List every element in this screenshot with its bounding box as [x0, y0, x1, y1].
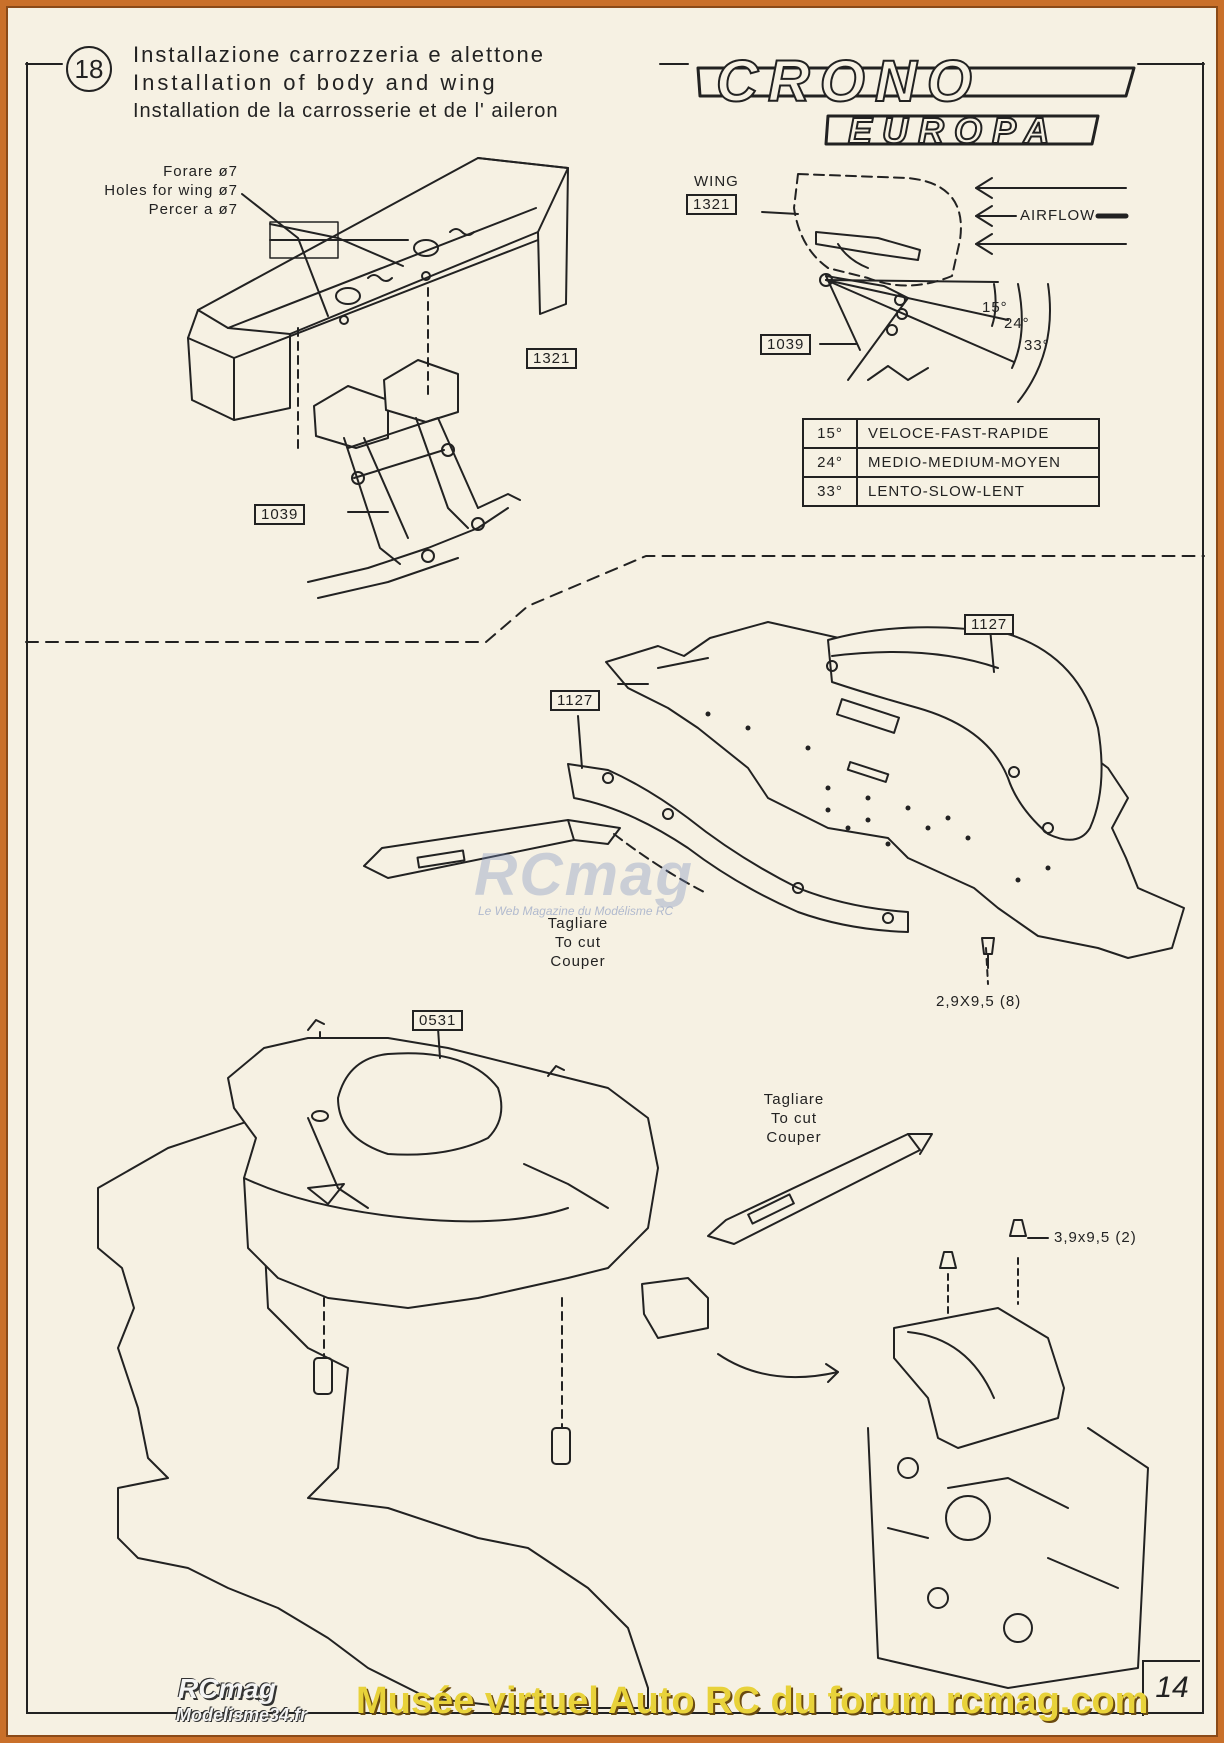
cut-note-1-line-2: To cut: [554, 934, 602, 951]
footer-site: Modelisme34.fr: [176, 1705, 308, 1725]
part-ref-bumper-right: 1127: [964, 614, 1015, 635]
footer-caption: Musée virtuel Auto RC du forum rcmag.com: [356, 1680, 1149, 1722]
part-ref-wing: 1321: [526, 348, 578, 369]
wing-label: WING: [694, 173, 739, 190]
body-drawing: [97, 1019, 1149, 1709]
wing-drawing: [187, 157, 577, 599]
cut-note-2-line-2: To cut: [770, 1110, 818, 1127]
rcmag-watermark: RCmag: [474, 841, 695, 908]
title-english: Installation of body and wing: [133, 70, 498, 95]
part-ref-body: 0531: [412, 1010, 464, 1031]
rcmag-watermark-subtitle: Le Web Magazine du Modélisme RC: [478, 904, 674, 918]
part-ref-wing-mount: 1039: [254, 504, 306, 525]
description-cell: VELOCE-FAST-RAPIDE: [856, 418, 1100, 449]
angle-row: 33° LENTO-SLOW-LENT: [802, 476, 1100, 507]
chassis-drawing: [363, 621, 1185, 985]
footer-brand: RCmag: [178, 1673, 277, 1704]
angle-cell: 24°: [802, 447, 858, 478]
cut-note-1-line-1: Tagliare: [547, 915, 609, 932]
description-cell: LENTO-SLOW-LENT: [856, 476, 1100, 507]
angle-table: 15° VELOCE-FAST-RAPIDE 24° MEDIO-MEDIUM-…: [802, 418, 1100, 507]
section-divider: [25, 555, 1205, 643]
cut-note-1-line-3: Couper: [550, 953, 606, 970]
angle-33-label: 33°: [1024, 337, 1050, 354]
cut-note-2-line-1: Tagliare: [763, 1091, 825, 1108]
title-french: Installation de la carrosserie et de l' …: [133, 100, 559, 122]
angle-row: 24° MEDIO-MEDIUM-MOYEN: [802, 447, 1100, 478]
part-ref-bumper-left: 1127: [550, 690, 601, 711]
title-italian: Installazione carrozzeria e alettone: [133, 42, 545, 67]
logo-line1: CRONO: [715, 48, 982, 115]
screw-spec-chassis: 2,9X9,5 (8): [936, 993, 1022, 1010]
description-cell: MEDIO-MEDIUM-MOYEN: [856, 447, 1100, 478]
hole-note-line-1: Forare ø7: [163, 163, 238, 180]
logo-outline: [696, 66, 1136, 146]
hole-note-line-3: Percer a ø7: [148, 201, 238, 218]
step-number: 18: [66, 46, 112, 92]
manual-page: 18 Installazione carrozzeria e alettone …: [6, 6, 1218, 1737]
wing-angle-diagram: [761, 173, 1129, 403]
angle-cell: 33°: [802, 476, 858, 507]
part-ref-mount-diagram: 1039: [760, 334, 812, 355]
brand-logo: CRONO EUROPA: [698, 48, 1138, 152]
angle-15-label: 15°: [982, 299, 1008, 316]
angle-cell: 15°: [802, 418, 858, 449]
screw-spec-body: 3,9x9,5 (2): [1054, 1229, 1137, 1246]
page-number: 14: [1142, 1660, 1200, 1716]
cut-note-2-line-3: Couper: [766, 1129, 822, 1146]
angle-24-label: 24°: [1004, 315, 1030, 332]
angle-row: 15° VELOCE-FAST-RAPIDE: [802, 418, 1100, 449]
assembly-drawing: [25, 63, 1205, 1709]
part-ref-wing-diagram: 1321: [686, 194, 738, 215]
page-frame: [26, 62, 1204, 1714]
airflow-label: AIRFLOW: [1020, 207, 1096, 224]
hole-note-line-2: Holes for wing ø7: [104, 182, 238, 199]
logo-line2: EUROPA: [847, 109, 1060, 152]
